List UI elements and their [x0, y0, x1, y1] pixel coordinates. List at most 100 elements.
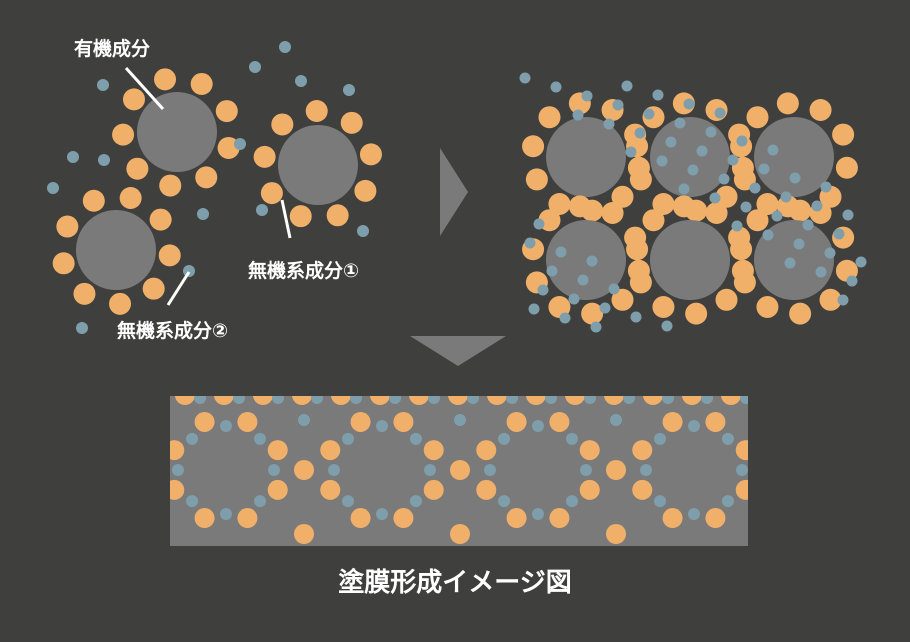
inorganic1-particle	[581, 302, 604, 325]
inorganic2-particle	[183, 265, 195, 277]
inorganic1-particle	[735, 440, 748, 461]
inorganic1-particle	[253, 396, 273, 405]
inorganic1-particle	[292, 396, 312, 405]
inorganic1-particle	[682, 396, 702, 405]
inorganic2-particle	[740, 201, 752, 213]
inorganic1-particle	[267, 479, 288, 500]
inorganic2-particle	[357, 225, 369, 237]
inorganic2-particle	[766, 414, 778, 426]
inorganic1-leader-line	[280, 199, 292, 239]
inorganic2-particle	[771, 210, 783, 222]
inorganic1-particle	[370, 396, 390, 405]
inorganic1-particle	[776, 92, 799, 115]
inorganic1-particle	[109, 292, 132, 315]
inorganic2-particle	[532, 420, 544, 432]
inorganic2-particle	[674, 117, 686, 129]
inorganic1-particle	[423, 440, 444, 461]
inorganic2-particle	[643, 108, 655, 120]
inorganic1-particle	[835, 156, 858, 179]
inorganic2-particle	[665, 136, 677, 148]
inorganic2-particle	[721, 432, 734, 445]
inorganic2-particle	[545, 396, 557, 404]
inorganic2-particle	[687, 164, 699, 176]
inorganic1-particle	[685, 302, 708, 325]
inorganic2-particle	[484, 464, 496, 476]
inorganic1-particle	[350, 411, 371, 432]
inorganic2-particle	[519, 72, 531, 84]
inorganic1-particle	[642, 209, 665, 232]
inorganic1-particle	[154, 68, 177, 91]
inorganic1-particle	[643, 396, 663, 405]
label-organic-component: 有機成分	[74, 38, 151, 60]
inorganic1-particle	[289, 205, 312, 228]
inorganic1-particle	[762, 460, 782, 480]
organic-particle	[754, 117, 834, 197]
inorganic1-particle	[632, 479, 653, 500]
inorganic1-particle	[170, 440, 185, 461]
inorganic2-particle	[603, 118, 615, 130]
inorganic1-particle	[175, 396, 195, 405]
inorganic2-particle	[784, 257, 796, 269]
inorganic2-particle	[298, 414, 310, 426]
inorganic2-particle	[186, 432, 199, 445]
inorganic2-particle	[662, 396, 674, 404]
inorganic1-particle	[626, 238, 649, 261]
inorganic1-particle	[170, 479, 185, 500]
inorganic2-particle	[824, 247, 836, 259]
inorganic2-particle	[343, 84, 355, 96]
inorganic1-particle	[568, 195, 591, 218]
inorganic2-particle	[736, 464, 748, 476]
inorganic2-particle	[767, 144, 779, 156]
inorganic1-particle	[662, 411, 683, 432]
inorganic1-particle	[350, 508, 371, 529]
label-inorganic-component-1: 無機系成分①	[248, 260, 360, 282]
inorganic2-particle	[454, 414, 466, 426]
label-inorganic-component-2: 無機系成分②	[117, 320, 229, 342]
inorganic2-particle	[705, 126, 717, 138]
inorganic2-particle	[409, 495, 422, 508]
inorganic1-particle	[629, 168, 652, 191]
inorganic1-particle	[450, 460, 470, 480]
inorganic2-particle	[514, 379, 526, 391]
inorganic2-particle	[537, 284, 549, 296]
inorganic1-particle	[789, 302, 812, 325]
diagram-caption: 塗膜形成イメージ図	[338, 568, 572, 598]
inorganic2-particle	[842, 209, 854, 221]
inorganic2-particle	[220, 420, 232, 432]
inorganic1-particle	[393, 508, 414, 529]
inorganic2-particle	[256, 204, 268, 216]
inorganic1-particle	[506, 411, 527, 432]
inorganic2-particle	[749, 182, 761, 194]
inorganic1-particle	[237, 508, 258, 529]
inorganic2-particle	[565, 495, 578, 508]
inorganic2-particle	[625, 146, 637, 158]
inorganic2-particle	[186, 495, 199, 508]
inorganic2-particle	[253, 495, 266, 508]
inorganic2-particle	[815, 266, 827, 278]
inorganic2-particle	[253, 432, 266, 445]
inorganic2-particle	[342, 495, 355, 508]
inorganic1-particle	[126, 157, 149, 180]
particles	[47, 41, 867, 334]
inorganic2-particle	[397, 379, 409, 391]
inorganic1-particle	[409, 396, 429, 405]
inorganic2-particle	[328, 464, 340, 476]
right-arrow-icon	[440, 148, 468, 236]
inorganic2-particle	[98, 154, 110, 166]
inorganic2-particle	[661, 320, 673, 332]
inorganic1-particle	[52, 252, 75, 275]
inorganic2-particle	[793, 238, 805, 250]
inorganic2-particle	[533, 218, 545, 230]
inorganic2-particle	[559, 312, 571, 324]
inorganic2-particle	[688, 508, 700, 520]
inorganic2-particle	[654, 495, 667, 508]
inorganic1-particle	[237, 411, 258, 432]
inorganic1-particle	[149, 208, 172, 231]
inorganic1-particle	[267, 440, 288, 461]
inorganic2-particle	[740, 396, 748, 404]
inorganic2-particle	[612, 99, 624, 111]
organic-particle	[650, 220, 730, 300]
inorganic1-particle	[549, 411, 570, 432]
inorganic1-particle	[762, 524, 782, 544]
inorganic1-particle	[733, 271, 756, 294]
